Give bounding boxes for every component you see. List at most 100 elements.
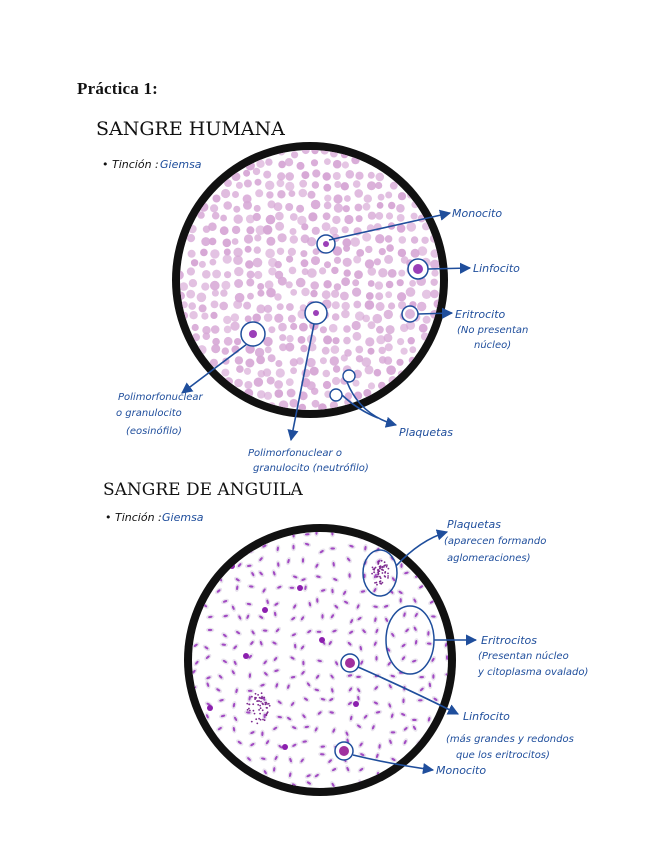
human-erythrocyte [285, 182, 294, 191]
human-erythrocyte [253, 213, 261, 221]
human-erythrocyte [388, 202, 395, 209]
human-erythrocyte [285, 203, 293, 211]
human-erythrocyte [234, 338, 241, 345]
human-erythrocyte [263, 225, 273, 235]
human-erythrocyte [386, 325, 395, 334]
human-erythrocyte [212, 290, 219, 297]
human-erythrocyte [399, 236, 407, 244]
human-erythrocyte [221, 189, 230, 198]
human-erythrocyte [277, 248, 284, 255]
human-erythrocyte [212, 212, 220, 220]
human-erythrocyte [341, 277, 350, 286]
human-erythrocyte [375, 234, 384, 243]
human-erythrocyte [252, 314, 261, 323]
human-erythrocyte [244, 368, 251, 375]
human-erythrocyte [368, 348, 375, 355]
human-erythrocyte [202, 270, 211, 279]
eel-erythrocyte [389, 730, 397, 735]
human-erythrocyte [220, 226, 229, 235]
human-erythrocyte [354, 189, 363, 198]
human-erythrocyte [308, 191, 316, 199]
human-erythrocyte [423, 316, 431, 324]
human-erythrocyte [341, 182, 349, 190]
human-erythrocyte [257, 390, 265, 398]
human-erythrocyte [401, 348, 408, 355]
human-erythrocyte [343, 245, 350, 252]
human-erythrocyte [211, 301, 219, 309]
label-platelets: Plaquetas [399, 426, 453, 439]
human-erythrocyte [199, 304, 207, 312]
human-erythrocyte [266, 215, 276, 225]
human-erythrocyte [274, 314, 283, 323]
human-erythrocyte [365, 337, 374, 346]
human-erythrocyte [312, 169, 320, 177]
human-erythrocyte [431, 279, 438, 286]
human-erythrocyte [244, 381, 252, 389]
human-erythrocyte [264, 305, 272, 313]
human-erythrocyte [275, 222, 284, 231]
eel-leukocyte [207, 705, 213, 711]
human-erythrocyte [245, 246, 252, 253]
human-erythrocyte [224, 271, 231, 278]
human-erythrocyte [296, 205, 304, 213]
human-erythrocyte [187, 267, 195, 275]
human-erythrocyte [266, 237, 275, 246]
human-erythrocyte [324, 261, 331, 268]
human-erythrocyte [398, 270, 405, 277]
human-erythrocyte [186, 290, 195, 299]
human-erythrocyte [234, 279, 243, 288]
human-erythrocyte [343, 337, 351, 345]
human-erythrocyte [378, 194, 385, 201]
label-erythrocyte: Eritrocito [455, 308, 506, 321]
human-erythrocyte [368, 212, 376, 220]
human-erythrocyte [333, 194, 342, 203]
human-erythrocyte [247, 271, 255, 279]
human-erythrocyte [320, 326, 327, 333]
human-erythrocyte [247, 293, 254, 300]
human-erythrocyte [331, 290, 339, 298]
human-erythrocyte [411, 236, 418, 243]
human-erythrocyte [398, 249, 406, 257]
human-erythrocyte [210, 259, 217, 266]
human-erythrocyte [379, 248, 386, 255]
human-erythrocyte [323, 280, 331, 288]
human-erythrocyte [384, 255, 393, 264]
human-erythrocyte [342, 226, 349, 233]
human-erythrocyte [211, 325, 220, 334]
label-monocyte: Monocito [452, 207, 502, 220]
human-erythrocyte [219, 302, 228, 311]
human-erythrocyte [353, 332, 362, 341]
human-erythrocyte [278, 233, 287, 242]
human-erythrocyte [397, 292, 406, 301]
human-erythrocyte [189, 279, 197, 287]
human-erythrocyte [333, 172, 341, 180]
human-erythrocyte [301, 171, 309, 179]
human-erythrocyte [331, 267, 338, 274]
human-erythrocyte [330, 227, 339, 236]
human-erythrocyte [307, 268, 317, 278]
human-erythrocyte [406, 287, 416, 297]
human-erythrocyte [253, 258, 263, 268]
human-erythrocyte [232, 191, 239, 198]
human-erythrocyte [300, 345, 307, 352]
human-erythrocyte [234, 215, 243, 224]
human-erythrocyte [263, 171, 271, 179]
human-erythrocyte [312, 181, 319, 188]
human-erythrocyte [189, 311, 197, 319]
human-erythrocyte [329, 324, 338, 333]
human-erythrocyte [265, 158, 272, 165]
human-erythrocyte [233, 206, 240, 213]
label-polymorph-left: (eosinófilo) [126, 425, 182, 437]
human-erythrocyte [334, 257, 341, 264]
human-erythrocyte [388, 302, 395, 309]
human-erythrocyte [365, 300, 375, 310]
human-erythrocyte [376, 173, 385, 182]
human-erythrocyte [378, 268, 387, 277]
human-erythrocyte [274, 293, 281, 300]
human-erythrocyte [192, 324, 199, 331]
human-erythrocyte [385, 235, 393, 243]
human-erythrocyte [319, 267, 326, 274]
human-erythrocyte [277, 303, 284, 310]
human-erythrocyte [397, 338, 404, 345]
human-erythrocyte [385, 343, 393, 351]
